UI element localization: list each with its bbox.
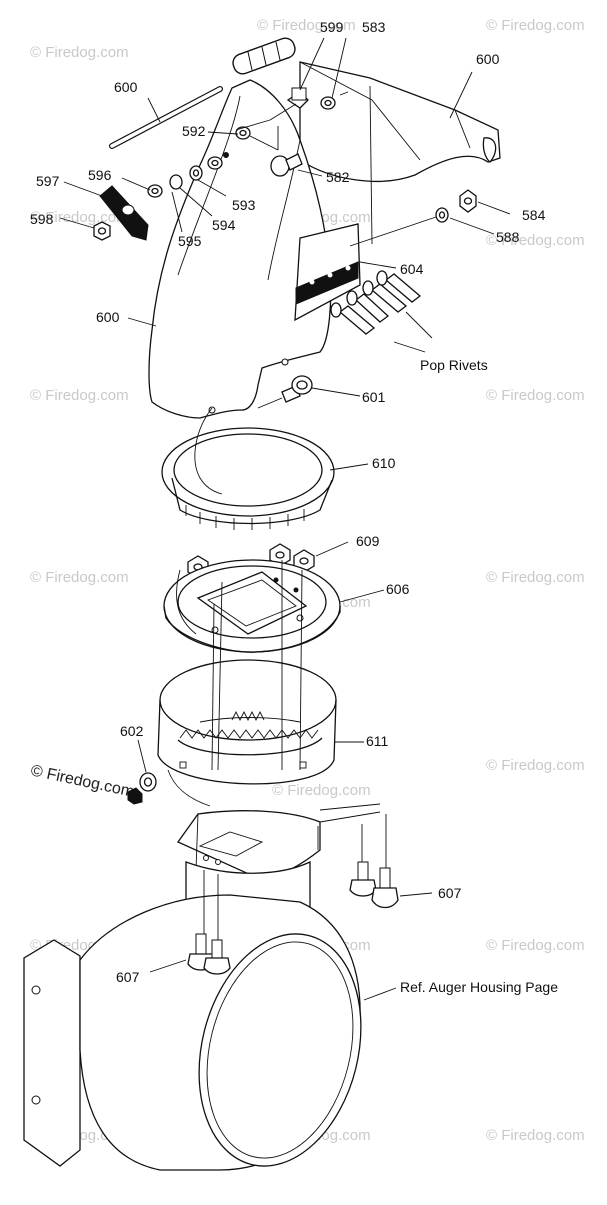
label-601: 601 xyxy=(362,389,386,405)
label-584: 584 xyxy=(522,207,546,223)
pop-rivets xyxy=(330,270,433,353)
label-594: 594 xyxy=(212,217,236,233)
label-600-chute: 600 xyxy=(96,309,120,325)
label-607-left: 607 xyxy=(116,969,140,985)
watermark-dark: © Firedog.com xyxy=(29,762,135,800)
label-596: 596 xyxy=(88,167,112,183)
pop-rivets-label: Pop Rivets xyxy=(420,357,488,373)
bolt-601 xyxy=(257,375,313,409)
label-592: 592 xyxy=(182,123,206,139)
label-598: 598 xyxy=(30,211,54,227)
watermark: © Firedog.com xyxy=(486,387,585,404)
watermark: © Firedog.com xyxy=(486,1127,585,1144)
watermark: © Firedog.com xyxy=(30,209,129,226)
watermark: © Firedog.com xyxy=(486,569,585,586)
label-602: 602 xyxy=(120,723,144,739)
label-611: 611 xyxy=(366,733,389,749)
watermark: © Firedog.com xyxy=(486,17,585,34)
watermark: © Firedog.com xyxy=(30,44,129,61)
label-604: 604 xyxy=(400,261,424,277)
label-609: 609 xyxy=(356,533,380,549)
hinge-pin xyxy=(109,86,223,149)
right-fasteners xyxy=(349,189,477,247)
auger-tube xyxy=(23,860,362,1171)
label-582: 582 xyxy=(326,169,350,185)
mount-bolts xyxy=(187,814,399,975)
label-599: 599 xyxy=(320,19,344,35)
label-583: 583 xyxy=(362,19,386,35)
label-607-right: 607 xyxy=(438,885,462,901)
upper-deflector xyxy=(299,61,501,182)
watermark: © Firedog.com xyxy=(30,569,129,586)
watermark: © Firedog.com xyxy=(486,232,585,249)
ring-gear xyxy=(157,560,337,807)
part-labels: 599 583 600 600 600 592 582 597 596 593 … xyxy=(30,19,546,985)
watermark: © Firedog.com xyxy=(257,17,356,34)
upper-ring xyxy=(161,407,335,530)
label-597: 597 xyxy=(36,173,60,189)
bracket-plate xyxy=(294,223,361,322)
leader-lines xyxy=(59,37,511,1001)
label-606: 606 xyxy=(386,581,410,597)
label-600-deflector: 600 xyxy=(476,51,500,67)
watermark: © Firedog.com xyxy=(486,937,585,954)
watermark: © Firedog.com xyxy=(272,782,371,799)
flange-plate xyxy=(163,559,341,653)
notes: Pop Rivets Ref. Auger Housing Page xyxy=(400,357,558,995)
label-593: 593 xyxy=(232,197,256,213)
label-610: 610 xyxy=(372,455,396,471)
watermark: © Firedog.com xyxy=(30,387,129,404)
watermark: © Firedog.com xyxy=(486,757,585,774)
auger-housing-reference-label: Ref. Auger Housing Page xyxy=(400,979,558,995)
top-fasteners xyxy=(223,85,373,245)
adjuster-knob xyxy=(93,156,223,241)
washer-602 xyxy=(127,772,157,805)
label-595: 595 xyxy=(178,233,202,249)
label-600-pin: 600 xyxy=(114,79,138,95)
label-588: 588 xyxy=(496,229,520,245)
